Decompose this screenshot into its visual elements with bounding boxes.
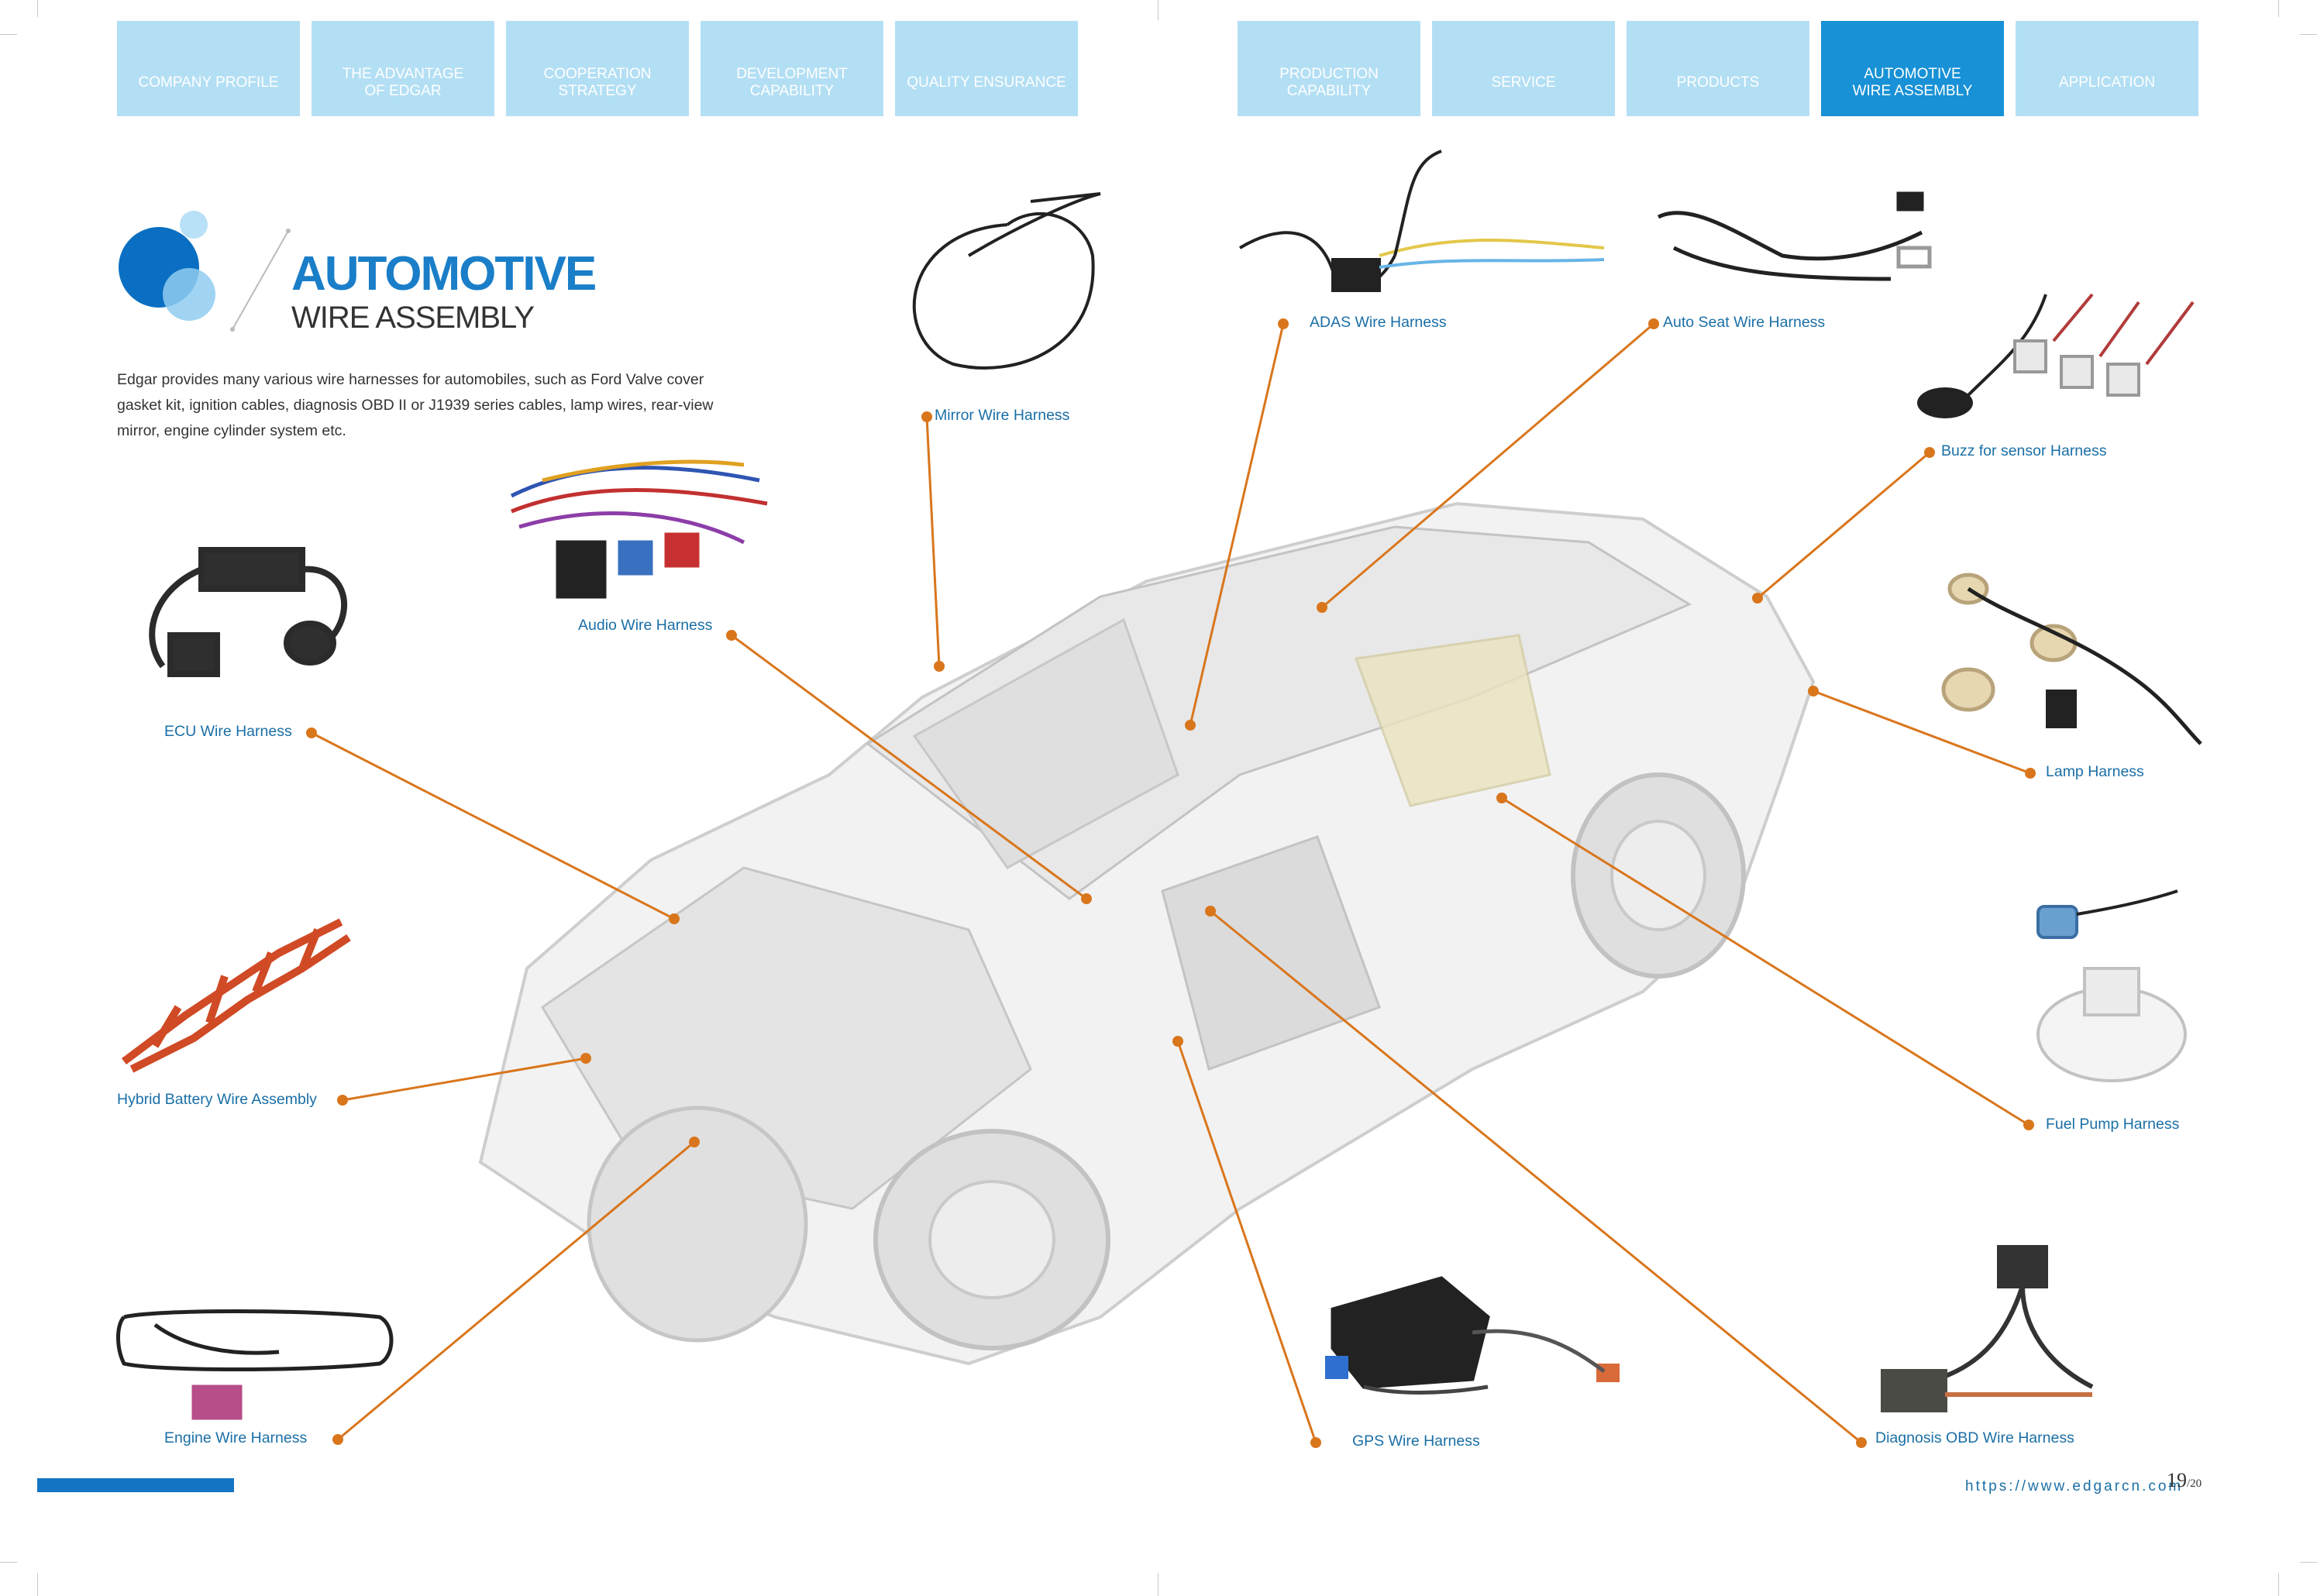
tab-application[interactable]: APPLICATION <box>2016 21 2198 116</box>
footer-accent-bar <box>37 1478 234 1492</box>
page-subtitle: WIRE ASSEMBLY <box>291 301 535 335</box>
page-number: 19/20 <box>2167 1469 2202 1492</box>
car-cutaway-image <box>478 501 1816 1366</box>
auto-seat-harness-image <box>1657 191 1932 281</box>
tab-quality-ensurance[interactable]: QUALITY ENSURANCE <box>895 21 1078 116</box>
gps-harness-image <box>1325 1276 1620 1395</box>
engine-harness-image <box>116 1309 394 1420</box>
tab-production-capability[interactable]: PRODUCTION CAPABILITY <box>1238 21 1420 116</box>
intro-paragraph: Edgar provides many various wire harness… <box>117 371 714 439</box>
website-url: https://www.edgarcn.com <box>1965 1478 2184 1495</box>
label-adas-wire-harness: ADAS Wire Harness <box>1310 314 1447 331</box>
tab-development-capability[interactable]: DEVELOPMENT CAPABILITY <box>701 21 883 116</box>
label-fuel-pump-harness: Fuel Pump Harness <box>2046 1116 2180 1133</box>
tab-service[interactable]: SERVICE <box>1432 21 1615 116</box>
tab-advantage[interactable]: THE ADVANTAGE OF EDGAR <box>312 21 494 116</box>
crop-mark <box>37 1573 38 1596</box>
label-diagnosis-obd-wire-harness: Diagnosis OBD Wire Harness <box>1875 1429 2074 1446</box>
crop-mark <box>0 1562 17 1563</box>
crop-mark <box>2278 0 2279 17</box>
tab-company-profile[interactable]: COMPANY PROFILE <box>117 21 300 116</box>
adas-harness-image <box>1238 150 1605 292</box>
crop-mark <box>2278 1573 2279 1596</box>
page-title: AUTOMOTIVE <box>291 247 597 301</box>
page-total: /20 <box>2187 1477 2202 1490</box>
buzz-sensor-harness-image <box>1917 293 2195 418</box>
label-lamp-harness: Lamp Harness <box>2046 763 2144 780</box>
obd-harness-image <box>1881 1245 2094 1412</box>
page-current: 19 <box>2167 1469 2187 1491</box>
hybrid-battery-harness-image <box>122 918 351 1073</box>
tab-products[interactable]: PRODUCTS <box>1627 21 1809 116</box>
mirror-harness-image <box>912 192 1101 370</box>
label-audio-wire-harness: Audio Wire Harness <box>578 617 713 634</box>
label-auto-seat-wire-harness: Auto Seat Wire Harness <box>1663 314 1826 331</box>
lamp-harness-image <box>1941 573 2202 745</box>
audio-harness-image <box>510 459 768 599</box>
label-hybrid-battery-wire-assembly: Hybrid Battery Wire Assembly <box>117 1091 317 1108</box>
crop-mark <box>0 34 17 35</box>
label-ecu-wire-harness: ECU Wire Harness <box>164 723 292 740</box>
tab-cooperation-strategy[interactable]: COOPERATION STRATEGY <box>506 21 689 116</box>
crop-mark <box>2300 1562 2317 1563</box>
crop-mark <box>37 0 38 17</box>
ecu-harness-image <box>149 547 348 677</box>
leader-lines <box>311 322 2031 1444</box>
label-buzz-sensor-harness: Buzz for sensor Harness <box>1941 442 2107 459</box>
leader-dots <box>306 318 2036 1448</box>
crop-mark <box>2300 34 2317 35</box>
label-mirror-wire-harness: Mirror Wire Harness <box>935 407 1070 424</box>
label-gps-wire-harness: GPS Wire Harness <box>1352 1433 1480 1450</box>
tab-automotive-wire-assembly[interactable]: AUTOMOTIVE WIRE ASSEMBLY <box>1821 21 2004 116</box>
fuel-pump-harness-image <box>2036 889 2187 1082</box>
label-engine-wire-harness: Engine Wire Harness <box>164 1429 308 1446</box>
circles-logo <box>119 211 291 332</box>
